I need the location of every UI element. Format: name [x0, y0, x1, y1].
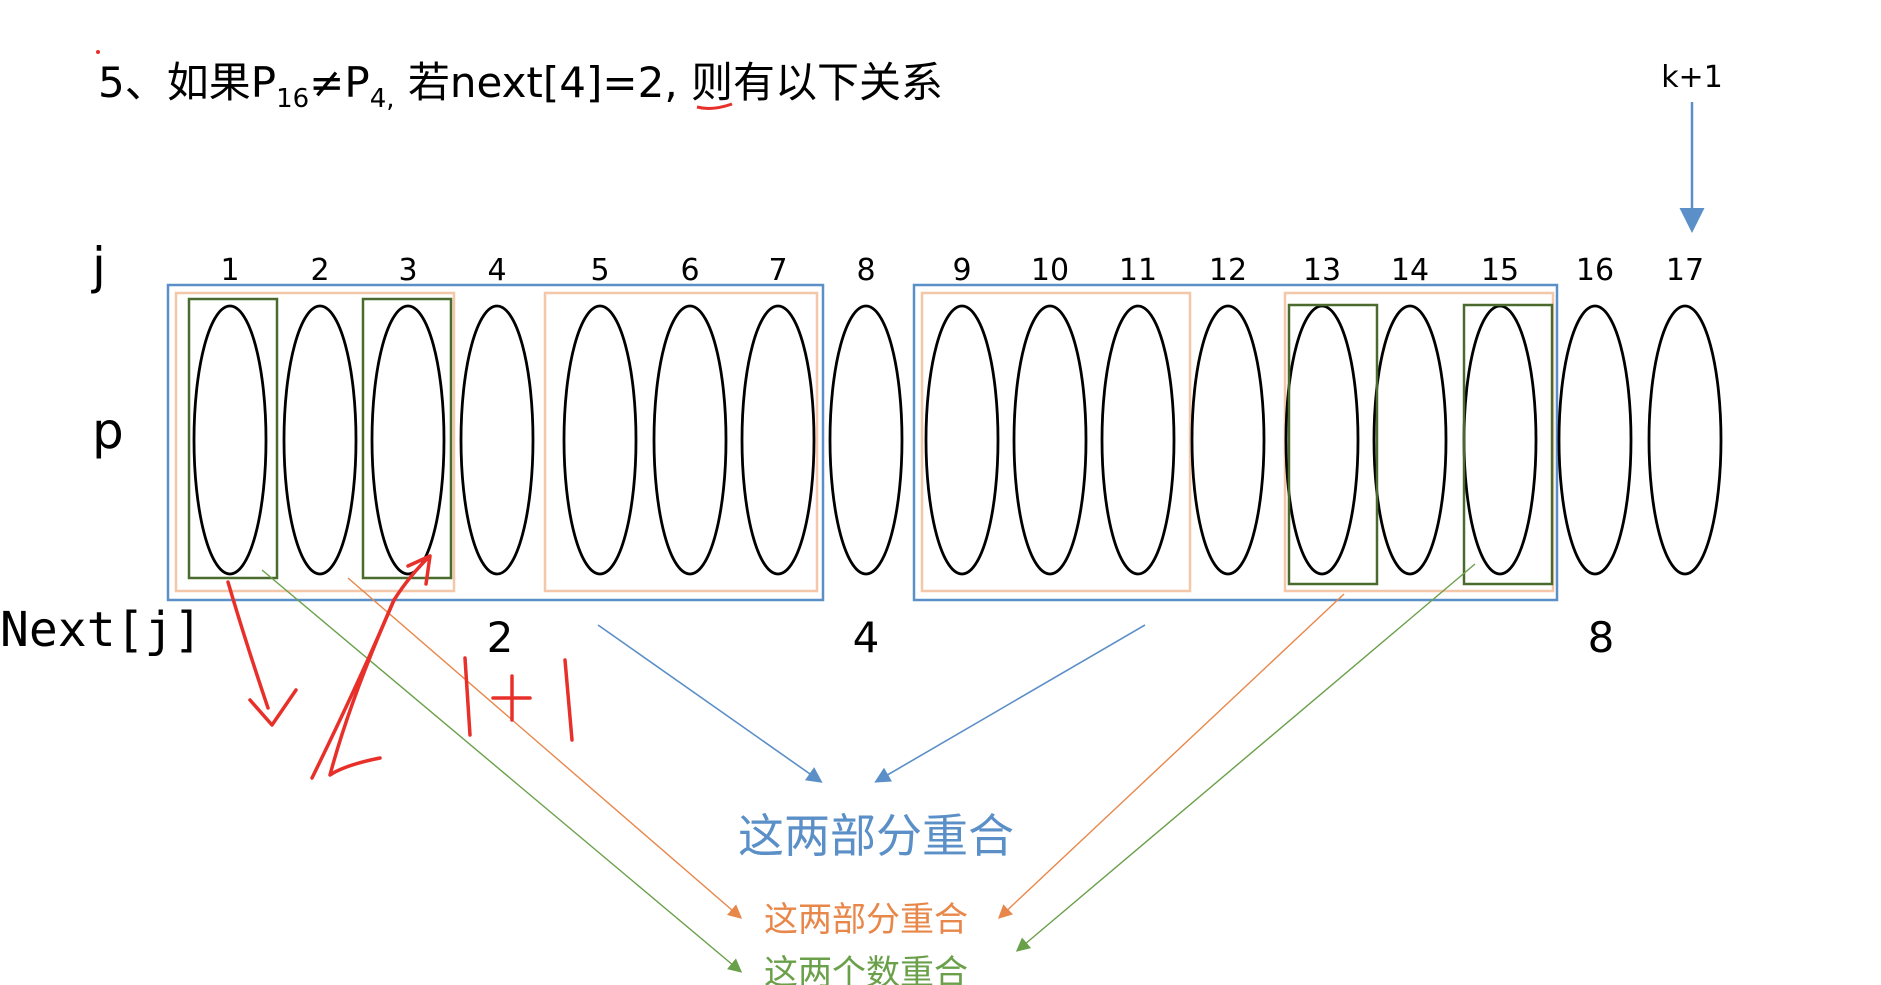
next-value-8: 8	[1588, 613, 1615, 662]
index-label-13: 13	[1303, 253, 1341, 288]
title-next-value: 2	[638, 58, 665, 107]
index-label-6: 6	[680, 253, 699, 288]
index-label-14: 14	[1391, 253, 1429, 288]
handwritten-arrow-back	[328, 598, 396, 777]
title-suffix: , 则有以下关系	[664, 58, 943, 107]
title-p4: P	[344, 58, 369, 107]
next-value-2: 2	[487, 613, 514, 662]
index-label-16: 16	[1576, 253, 1614, 288]
handwritten-arrow-up	[310, 554, 432, 780]
pattern-cell-5	[562, 304, 638, 576]
index-label-4: 4	[487, 253, 506, 288]
pointer-label: k+1	[1661, 60, 1723, 95]
pattern-cell-16	[1557, 304, 1633, 576]
pattern-cell-9	[924, 304, 1000, 576]
pattern-cell-6	[652, 304, 728, 576]
orange-box-5-7	[543, 291, 819, 593]
annotation-green: 这两个数重合	[764, 953, 968, 985]
title-p16-sub: 16	[276, 84, 309, 114]
index-label-12: 12	[1209, 253, 1247, 288]
green-arrow-right	[1015, 563, 1476, 952]
title-prefix: 5、如果	[98, 58, 251, 107]
pattern-cell-3	[370, 304, 446, 576]
pattern-cell-17	[1647, 304, 1723, 576]
slide-title: 5、如果P16≠P4, 若next[4]=2, 则有以下关系	[98, 58, 943, 114]
green-box-1	[187, 297, 279, 580]
pattern-cell-13	[1284, 304, 1360, 576]
index-label-5: 5	[590, 253, 609, 288]
title-p16: P	[251, 58, 276, 107]
green-box-13	[1287, 303, 1379, 586]
blue-arrow-left	[597, 624, 823, 783]
row-label-j: j	[91, 237, 106, 295]
pattern-cell-10	[1012, 304, 1088, 576]
green-arrow-left	[261, 569, 743, 973]
pattern-cell-4	[459, 304, 535, 576]
orange-box-1-3	[174, 291, 456, 593]
orange-box-13-15	[1283, 291, 1555, 593]
pattern-cell-8	[828, 304, 904, 576]
next-value-4: 4	[853, 613, 880, 662]
annotation-blue: 这两部分重合	[738, 809, 1014, 863]
green-box-15	[1462, 303, 1554, 586]
title-middle: 若next[4]=	[395, 58, 638, 107]
blue-arrow-right	[874, 624, 1146, 783]
pattern-cell-2	[282, 304, 358, 576]
blue-box-suffix	[912, 283, 1559, 602]
pattern-cell-7	[740, 304, 816, 576]
index-label-9: 9	[952, 253, 971, 288]
orange-arrow-right	[997, 593, 1345, 919]
index-label-15: 15	[1481, 253, 1519, 288]
title-neq: ≠	[309, 58, 344, 107]
pattern-cells	[192, 304, 1723, 576]
orange-box-9-11	[920, 291, 1192, 593]
index-label-3: 3	[398, 253, 417, 288]
index-label-7: 7	[768, 253, 787, 288]
title-p4-sub: 4,	[370, 84, 395, 114]
green-box-3	[361, 297, 453, 580]
index-label-10: 10	[1031, 253, 1069, 288]
pattern-cell-12	[1190, 304, 1266, 576]
index-label-2: 2	[310, 253, 329, 288]
pattern-cell-14	[1372, 304, 1448, 576]
blue-box-prefix	[166, 283, 825, 602]
index-label-17: 17	[1666, 253, 1704, 288]
row-label-next: Next[j]	[0, 602, 202, 658]
underline-mark	[696, 102, 733, 110]
pattern-cell-11	[1100, 304, 1176, 576]
pattern-cell-1	[192, 304, 268, 576]
red-dot	[96, 50, 100, 54]
index-label-8: 8	[856, 253, 875, 288]
handwritten-arrow-down	[226, 580, 298, 727]
row-label-p: p	[92, 402, 124, 460]
index-label-11: 11	[1119, 253, 1157, 288]
handwritten-one-plus-one	[463, 656, 574, 742]
index-label-1: 1	[220, 253, 239, 288]
pattern-cell-15	[1462, 304, 1538, 576]
annotation-orange: 这两部分重合	[764, 900, 968, 940]
orange-arrow-left	[347, 577, 743, 919]
handwritten-notes	[226, 554, 574, 780]
